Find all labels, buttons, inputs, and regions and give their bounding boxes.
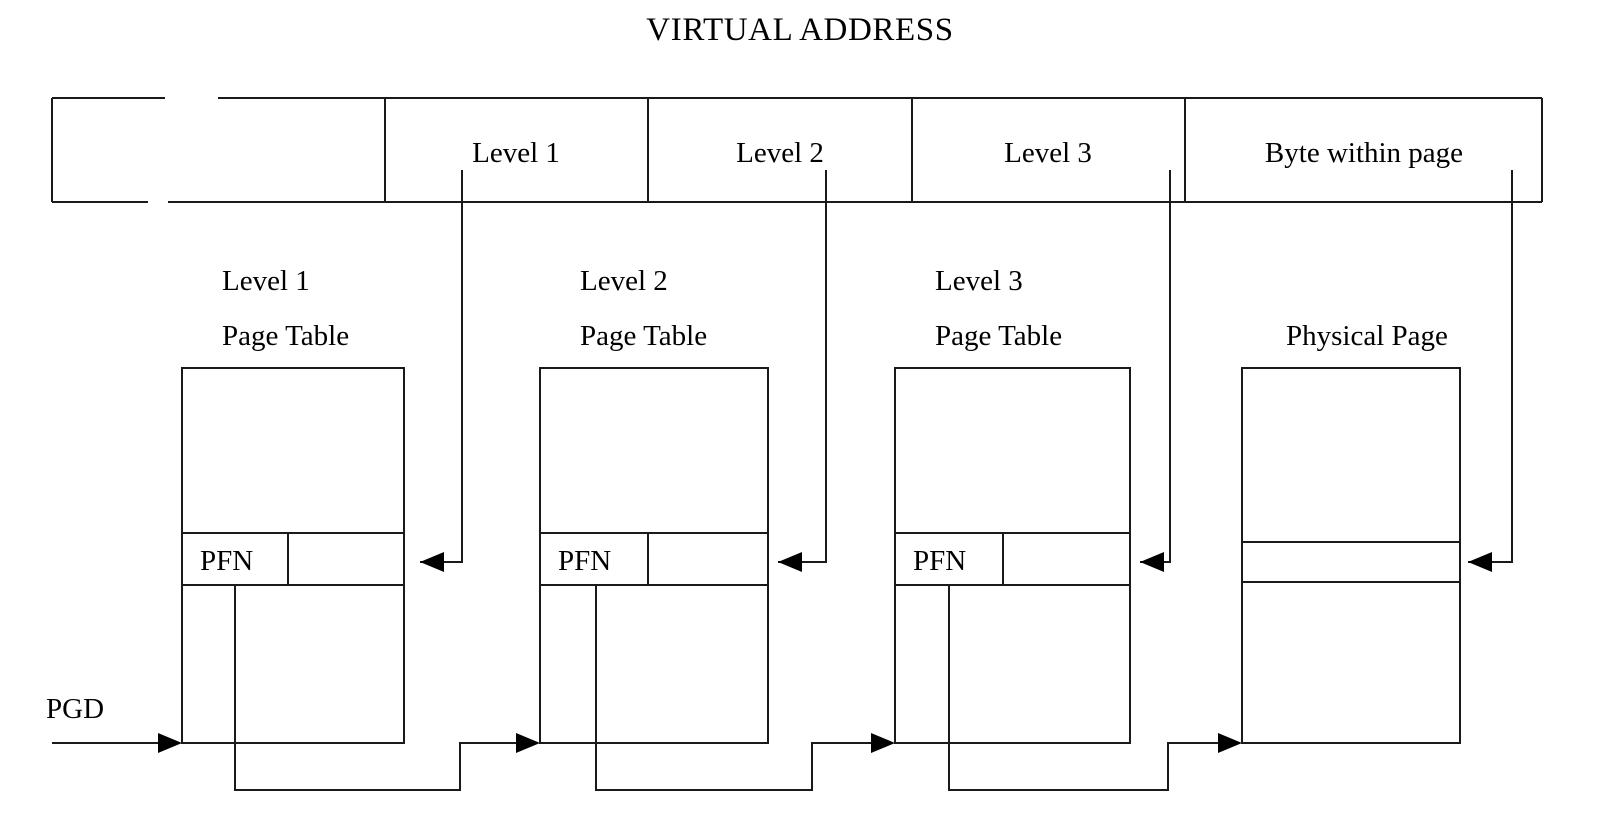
level-3-index-line [1140, 170, 1172, 564]
level-1-index-line [420, 170, 464, 564]
level-2-table-caption-line2: Page Table [580, 320, 707, 352]
level-3-pfn-label: PFN [913, 545, 966, 577]
level-1-table-box [180, 366, 406, 745]
level-3-table-caption-line2: Page Table [935, 320, 1062, 352]
level-1-index-arrowhead [420, 552, 444, 572]
physical-page-caption: Physical Page [1286, 320, 1448, 352]
level-1-field-label: Level 1 [472, 137, 560, 169]
walk-arrowhead-1-to-2 [516, 733, 540, 753]
walk-line-1-to-2 [233, 741, 518, 792]
level-1-pfn-label: PFN [200, 545, 253, 577]
byte-offset-arrowhead [1468, 552, 1492, 572]
pgd-arrowhead [158, 733, 182, 753]
level-1-page-table: PFN Level 1 Page Table [180, 265, 406, 745]
byte-offset-line [1468, 170, 1514, 564]
level-1-table-caption-line1: Level 1 [222, 265, 310, 297]
level-3-table-caption-line1: Level 3 [935, 265, 1023, 297]
level-2-table-box [538, 366, 770, 745]
pgd-label: PGD [46, 693, 104, 725]
physical-page-box [1240, 366, 1462, 745]
walk-arrowhead-2-to-3 [871, 733, 895, 753]
physical-page: Physical Page [1240, 320, 1462, 745]
level-3-page-table: PFN Level 3 Page Table [893, 265, 1132, 745]
level-3-table-box [893, 366, 1132, 745]
level-2-pfn-label: PFN [558, 545, 611, 577]
level-2-field-label: Level 2 [736, 137, 824, 169]
level-3-field-label: Level 3 [1004, 137, 1092, 169]
walk-line-3-to-physical [947, 741, 1220, 792]
pgd-entry: PGD [46, 693, 182, 753]
level-3-index-arrowhead [1140, 552, 1164, 572]
level-2-index-arrowhead [778, 552, 802, 572]
byte-within-page-field-label: Byte within page [1265, 137, 1463, 169]
walk-arrowhead-3-to-physical [1218, 733, 1242, 753]
level-2-page-table: PFN Level 2 Page Table [538, 265, 770, 745]
level-2-index-line [778, 170, 828, 564]
index-drop-lines [420, 170, 1514, 572]
diagram-title: VIRTUAL ADDRESS [646, 12, 953, 48]
level-2-table-caption-line1: Level 2 [580, 265, 668, 297]
level-1-table-caption-line2: Page Table [222, 320, 349, 352]
virtual-address-bar: Level 1 Level 2 Level 3 Byte within page [50, 96, 1544, 204]
walk-line-2-to-3 [594, 741, 873, 792]
table-walk-routing [233, 733, 1242, 792]
